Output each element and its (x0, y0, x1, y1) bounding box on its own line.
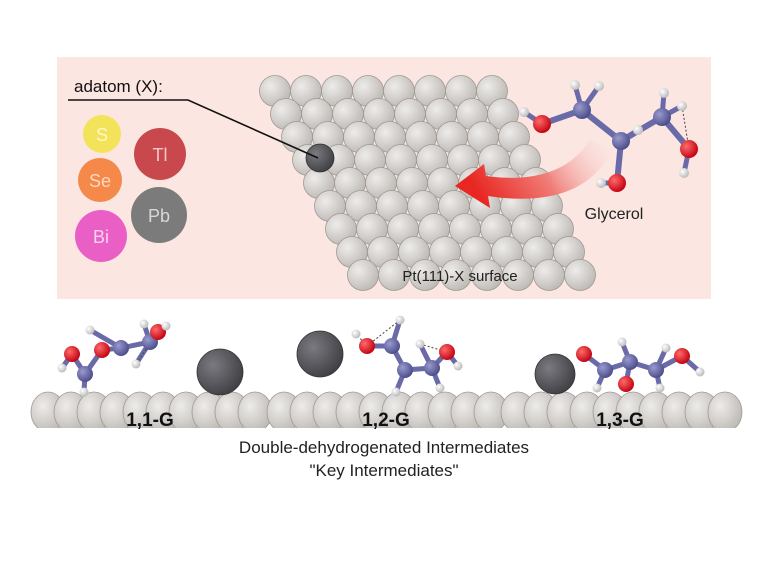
adatom-pointer-line (68, 99, 319, 159)
glycerol-hydrogen-atom (519, 107, 529, 117)
element-Se-symbol: Se (89, 171, 111, 191)
carbon-atom (77, 366, 93, 382)
intermediate-label: 1,1-G (126, 410, 174, 431)
glycerol-hydrogen-atom (659, 88, 669, 98)
glycerol-hydrogen-atom (594, 81, 604, 91)
glycerol-hydrogen-atom (596, 178, 606, 188)
intermediate-label: 1,2-G (362, 410, 410, 431)
glycerol-oxygen-atom (533, 115, 551, 133)
surface-label: Pt(111)-X surface (402, 268, 517, 285)
oxygen-atom (94, 342, 110, 358)
pt-surface-atom (564, 259, 596, 291)
carbon-atom (384, 338, 400, 354)
oxygen-atom (674, 348, 690, 364)
glycerol-molecule (519, 80, 698, 192)
hydrogen-atom (415, 339, 425, 349)
pt-surface-atom (707, 391, 743, 433)
hydrogen-atom (131, 359, 141, 369)
oxygen-atom (359, 338, 375, 354)
element-Pb-circle: Pb (131, 187, 187, 243)
glycerol-hydrogen-atom (633, 125, 643, 135)
hydrogen-atom (85, 325, 95, 335)
glycerol-carbon-atom (573, 101, 591, 119)
carbon-atom (597, 362, 613, 378)
glycerol-carbon-atom (653, 108, 671, 126)
element-S-symbol: S (96, 125, 108, 145)
hydrogen-atom (661, 343, 671, 353)
caption-line-1: Double-dehydrogenated Intermediates (238, 438, 530, 457)
oxygen-atom (618, 376, 634, 392)
adatom (296, 330, 344, 378)
element-Bi-circle: Bi (75, 210, 127, 262)
element-Se-circle: Se (78, 158, 122, 202)
hydrogen-atom (695, 367, 705, 377)
carbon-atom (424, 360, 440, 376)
pt111-surface-slab (259, 75, 596, 291)
hydrogen-atom (395, 315, 405, 325)
carbon-atom (622, 354, 638, 370)
hydrogen-atom (617, 337, 627, 347)
element-Tl-circle: Tl (134, 128, 186, 180)
hydrogen-atom (453, 361, 463, 371)
hydrogen-atom (161, 321, 171, 331)
oxygen-atom (439, 344, 455, 360)
adsorbed-intermediate-molecule (351, 315, 463, 397)
adsorbed-intermediate-molecule (576, 337, 705, 393)
hydrogen-atom (139, 319, 149, 329)
adatom-label: adatom (X): (74, 77, 163, 96)
adsorbed-intermediate-molecule (57, 319, 171, 397)
element-Tl-symbol: Tl (153, 145, 168, 165)
adatom-on-surface (305, 143, 335, 173)
carbon-atom (648, 362, 664, 378)
glycerol-carbon-atom (612, 132, 630, 150)
glycerol-oxygen-atom (680, 140, 698, 158)
adatom (534, 353, 576, 395)
glycerol-hydrogen-atom (570, 80, 580, 90)
intermediate-panel: 1,2-G (260, 330, 520, 442)
carbon-atom (397, 362, 413, 378)
element-S-circle: S (83, 115, 121, 153)
glycerol-oxygen-atom (608, 174, 626, 192)
intermediate-label: 1,3-G (596, 410, 644, 431)
hydrogen-atom (57, 363, 67, 373)
oxygen-atom (576, 346, 592, 362)
pt-surface-atom (533, 259, 565, 291)
pt-surface-atom (347, 259, 379, 291)
adatom (196, 348, 244, 396)
hydrogen-atom (391, 387, 401, 397)
hydrogen-atom (79, 387, 89, 397)
glycerol-label: Glycerol (585, 206, 644, 223)
element-Bi-symbol: Bi (93, 227, 109, 247)
hydrogen-atom (655, 383, 665, 393)
caption-line-2: "Key Intermediates" (309, 461, 459, 480)
glycerol-hydrogen-atom (679, 168, 689, 178)
element-Pb-symbol: Pb (148, 206, 170, 226)
hydrogen-atom (592, 383, 602, 393)
glycerol-hydrogen-atom (677, 101, 687, 111)
intermediate-panel: 1,3-G (494, 353, 754, 442)
hydrogen-atom (435, 383, 445, 393)
adsorption-arrow (455, 140, 612, 208)
oxygen-atom (64, 346, 80, 362)
carbon-atom (113, 340, 129, 356)
intermediate-panel: 1,1-G (24, 348, 284, 442)
hydrogen-atom (351, 329, 361, 339)
